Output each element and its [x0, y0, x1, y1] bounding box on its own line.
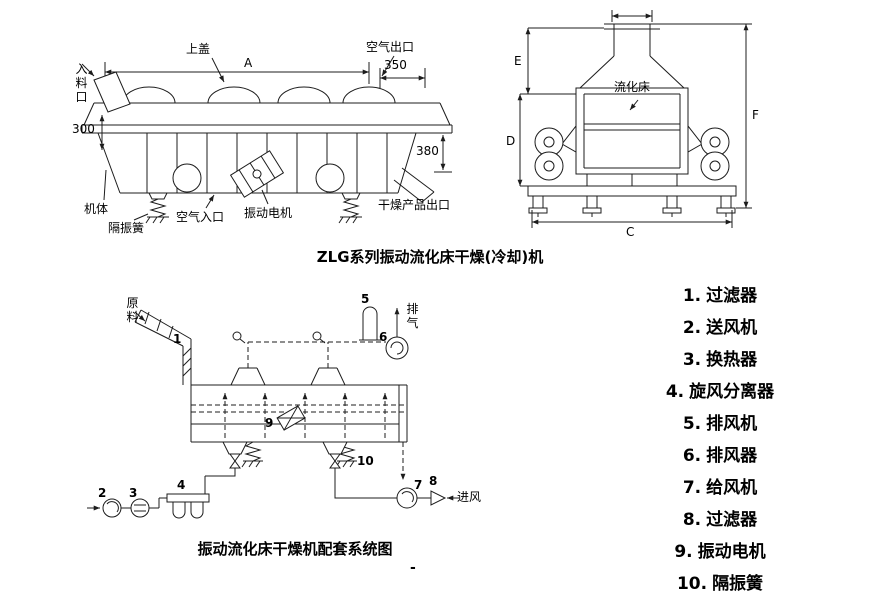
- end-view-drawing: [517, 10, 752, 228]
- chamber: [575, 87, 689, 175]
- legend-item-8: 8.过滤器: [682, 510, 758, 530]
- inspection-port-right: [315, 163, 345, 193]
- vibration-motor-symbol: [276, 405, 306, 431]
- fluid-bed-label: 流化床: [614, 80, 651, 94]
- inlet-plenums: [205, 441, 397, 499]
- dim-F-label: F: [752, 108, 759, 122]
- schematic-caption: 振动流化床干燥机配套系统图: [197, 540, 393, 558]
- dimension-A-line: [104, 62, 370, 84]
- marker-7: 7: [414, 478, 423, 492]
- legend-list: 1.过滤器 2.送风机 3.换热器 4.旋风分离器 5.排风机 6.排风器 7.…: [645, 280, 795, 600]
- legend-item-2: 2.送风机: [682, 318, 758, 338]
- marker-5: 5: [361, 292, 370, 306]
- outlet-stack: [604, 23, 660, 56]
- exhaust-fan: [385, 308, 409, 360]
- product-outlet-label: 干燥产品出口: [378, 198, 451, 212]
- side-motors: [534, 124, 730, 181]
- dim-D-label: D: [506, 134, 516, 148]
- marker-8: 8: [429, 474, 438, 488]
- dim-C-label: C: [626, 225, 635, 239]
- spring-support-right: [338, 192, 362, 224]
- legend-item-1: 1.过滤器: [682, 286, 758, 306]
- spring-support-left: [145, 192, 169, 224]
- top-cover-label: 上盖: [186, 42, 211, 56]
- marker-2: 2: [98, 486, 107, 500]
- schematic-panel: 原料 排气 进风 1 2 3 4 5 6 7 8 9 10: [85, 290, 505, 545]
- legend-item-5: 5.排风机: [682, 414, 758, 434]
- machine-body-label: 机体: [84, 202, 109, 216]
- feed-chute: [93, 71, 131, 113]
- side-view-panel: A 350 300 380 上盖 空气出口 入料口 机体 隔振簧 空气入口 振动…: [72, 18, 477, 250]
- air-inlet-label: 空气入口: [176, 210, 225, 224]
- legend-item-3: 3.换热器: [682, 350, 758, 370]
- marker-6: 6: [379, 330, 388, 344]
- dim-380-label: 380: [416, 144, 439, 158]
- feed-inlet-label: 入料口: [75, 62, 88, 104]
- base-frame: [527, 174, 737, 217]
- dim-350-label: 350: [384, 58, 407, 72]
- side-view-drawing: [81, 55, 453, 224]
- supply-fan-right: [396, 487, 459, 509]
- marker-10: 10: [357, 454, 374, 468]
- legend-item-4: 4.旋风分离器: [665, 382, 775, 402]
- exhaust-label: 排气: [406, 302, 419, 330]
- marker-1: 1: [173, 332, 182, 346]
- schematic-drawing: [87, 306, 459, 519]
- isolation-springs: [241, 441, 357, 468]
- top-dimension-line: [611, 10, 653, 22]
- main-caption: ZLG系列振动流化床干燥(冷却)机: [316, 248, 544, 266]
- air-outlet-label: 空气出口: [366, 40, 415, 54]
- lid-and-flange: [81, 102, 453, 134]
- dimension-380-line: [434, 135, 452, 173]
- supply-air-chain: [87, 476, 210, 519]
- dome-covers: [122, 86, 396, 104]
- exhaust-stack-device: [359, 306, 381, 341]
- legend-item-6: 6.排风器: [682, 446, 758, 466]
- product-outlet-chute: [393, 167, 435, 203]
- label-leaders: [103, 169, 269, 221]
- legend-item-10: 10.隔振簧: [676, 574, 764, 594]
- air-in-label: 进风: [457, 490, 482, 504]
- inspection-port-left: [172, 163, 202, 193]
- feed-label: 原料: [126, 296, 139, 324]
- marker-3: 3: [129, 486, 138, 500]
- legend-item-7: 7.给风机: [682, 478, 758, 498]
- exhaust-hoods: [230, 331, 386, 386]
- legend-item-9: 9.振动电机: [674, 542, 766, 562]
- dimension-lines: [517, 23, 752, 228]
- dim-E-label: E: [514, 54, 522, 68]
- marker-9: 9: [265, 416, 274, 430]
- marker-4: 4: [177, 478, 186, 492]
- hood: [579, 55, 685, 89]
- leader-arrows: [81, 55, 395, 83]
- dim-A-label: A: [244, 56, 253, 70]
- feed-chute: [134, 309, 192, 385]
- dimension-350-line: [379, 68, 426, 88]
- stray-dash: -: [410, 560, 416, 576]
- end-view-panel: 流化床 E D F C: [492, 6, 772, 244]
- vibration-motor-label: 振动电机: [244, 206, 293, 220]
- damper-spring-label: 隔振簧: [108, 221, 145, 235]
- dim-300-label: 300: [72, 122, 95, 136]
- vibration-motor-symbol: [229, 150, 285, 198]
